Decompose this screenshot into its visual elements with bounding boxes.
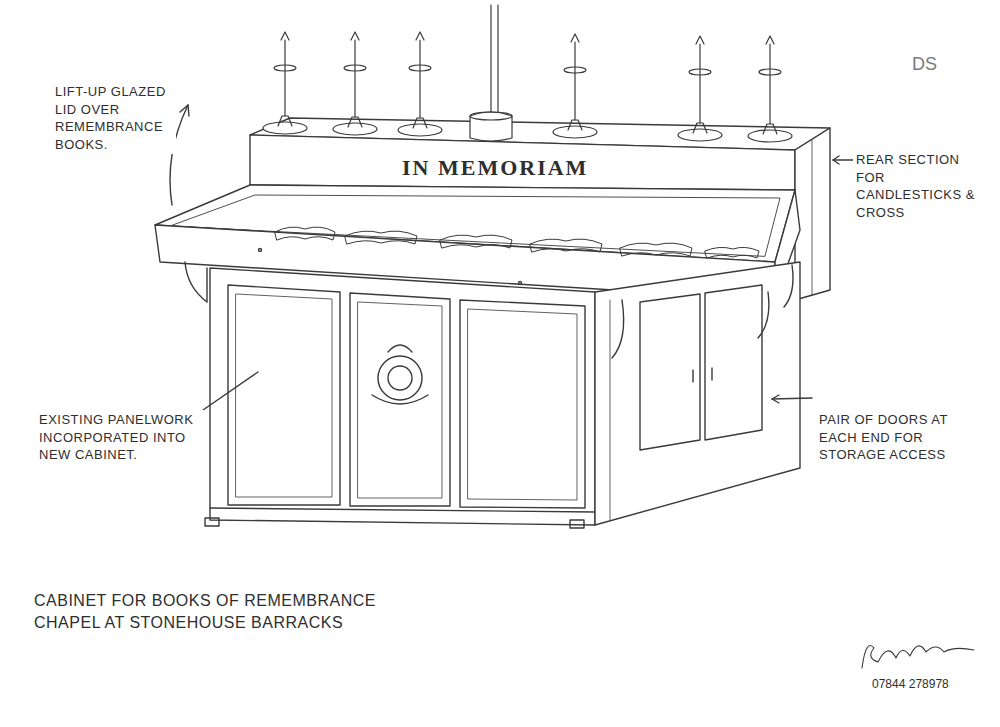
- callout-note: REAR SECTION FOR CANDLESTICKS & CROSS: [853, 150, 994, 222]
- sheet-mark: DS: [912, 52, 937, 76]
- callout-note: PAIR OF DOORS AT EACH END FOR STORAGE AC…: [816, 410, 962, 465]
- inscription: IN MEMORIAM: [402, 153, 588, 183]
- phone-number: 07844 278978: [872, 676, 949, 692]
- callout-note: LIFT-UP GLAZED LID OVER REMEMBRANCE BOOK…: [52, 82, 176, 154]
- callout-note: EXISTING PANELWORK INCORPORATED INTO NEW…: [36, 410, 207, 465]
- caption: CABINET FOR BOOKS OF REMEMBRANCE CHAPEL …: [34, 590, 404, 633]
